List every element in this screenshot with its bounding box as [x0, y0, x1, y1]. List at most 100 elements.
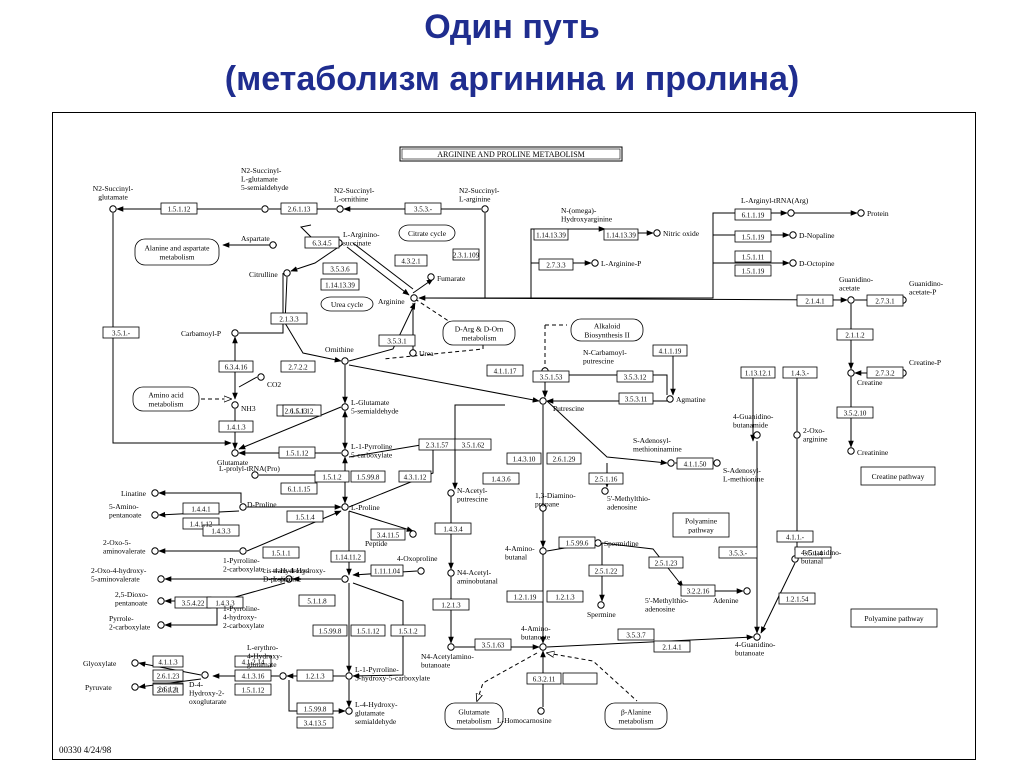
enzyme-box[interactable] — [676, 457, 714, 470]
enzyme-box[interactable] — [296, 702, 334, 715]
enzyme-box[interactable] — [653, 640, 691, 653]
enzyme-box[interactable] — [454, 438, 492, 451]
enzyme-box[interactable] — [370, 528, 406, 541]
enzyme-box[interactable] — [866, 294, 904, 307]
pathway-box-alkaloid[interactable] — [570, 318, 644, 342]
enzyme-box[interactable] — [648, 556, 684, 569]
enzyme-box[interactable] — [370, 564, 404, 577]
pathway-box-polyamine2[interactable] — [850, 608, 938, 628]
enzyme-box[interactable] — [152, 655, 184, 668]
enzyme-box[interactable] — [652, 344, 688, 357]
enzyme-box[interactable] — [506, 452, 542, 465]
enzyme-box[interactable] — [404, 202, 442, 215]
enzyme-box[interactable] — [320, 278, 360, 291]
enzyme-box[interactable] — [280, 360, 316, 373]
enzyme-box[interactable] — [160, 202, 198, 215]
enzyme-box[interactable] — [740, 366, 776, 379]
enzyme-box[interactable] — [234, 669, 272, 682]
enzyme-box[interactable] — [506, 590, 544, 603]
enzyme-box[interactable] — [452, 248, 480, 261]
enzyme-box[interactable] — [218, 420, 254, 433]
enzyme-box[interactable] — [152, 669, 184, 682]
enzyme-box[interactable] — [296, 716, 334, 729]
enzyme-box[interactable] — [378, 334, 416, 347]
enzyme-box[interactable] — [304, 236, 340, 249]
enzyme-box[interactable] — [298, 594, 336, 607]
enzyme-box[interactable] — [390, 624, 426, 637]
pathway-box-glutamatepw[interactable] — [444, 702, 504, 730]
pathway-box-polyamine1[interactable] — [672, 512, 730, 538]
enzyme-box[interactable] — [234, 683, 272, 696]
enzyme-box[interactable] — [296, 669, 334, 682]
enzyme-box[interactable] — [794, 546, 832, 559]
pathway-box-dargorn[interactable] — [442, 320, 516, 346]
enzyme-box[interactable] — [734, 264, 772, 277]
enzyme-box[interactable] — [350, 470, 386, 483]
enzyme-box[interactable] — [280, 202, 318, 215]
pathway-box-aminoacid[interactable] — [132, 386, 200, 412]
enzyme-box[interactable] — [434, 522, 472, 535]
enzyme-box[interactable] — [778, 592, 816, 605]
compound-label-argsucc: L-Arginino-succinate — [343, 230, 380, 248]
enzyme-box[interactable] — [286, 510, 324, 523]
enzyme-box[interactable] — [314, 470, 350, 483]
enzyme-label: 1.5.99.8 — [304, 706, 327, 714]
enzyme-box[interactable] — [278, 446, 316, 459]
enzyme-box[interactable] — [616, 370, 654, 383]
enzyme-box[interactable] — [603, 228, 639, 241]
enzyme-box[interactable] — [533, 228, 569, 241]
enzyme-box[interactable] — [486, 364, 524, 377]
enzyme-box[interactable] — [322, 262, 358, 275]
enzyme-box[interactable] — [836, 406, 874, 419]
enzyme-box[interactable] — [218, 360, 254, 373]
enzyme-box[interactable] — [836, 328, 874, 341]
enzyme-box[interactable] — [618, 392, 654, 405]
enzyme-box[interactable] — [474, 638, 512, 651]
enzyme-box[interactable] — [206, 596, 244, 609]
enzyme-box[interactable] — [432, 598, 470, 611]
enzyme-box[interactable] — [782, 366, 818, 379]
enzyme-box[interactable] — [102, 326, 140, 339]
enzyme-box[interactable] — [526, 672, 562, 685]
enzyme-box[interactable] — [532, 370, 570, 383]
enzyme-box[interactable] — [538, 258, 574, 271]
compound-label-citrulline: Citrulline — [249, 270, 278, 279]
enzyme-box[interactable] — [734, 208, 772, 221]
enzyme-box[interactable] — [202, 524, 240, 537]
enzyme-box[interactable] — [562, 672, 598, 685]
enzyme-box[interactable] — [350, 624, 386, 637]
enzyme-box[interactable] — [330, 550, 366, 563]
enzyme-box[interactable] — [394, 254, 428, 267]
pathway-box-creatinepw[interactable] — [860, 466, 936, 486]
enzyme-box[interactable] — [312, 624, 348, 637]
enzyme-box[interactable] — [796, 294, 834, 307]
enzyme-box[interactable] — [482, 472, 520, 485]
enzyme-box[interactable] — [617, 628, 655, 641]
enzyme-box[interactable] — [776, 530, 814, 543]
pathway-box-citrate[interactable] — [398, 224, 456, 242]
enzyme-box[interactable] — [734, 250, 772, 263]
enzyme-box[interactable] — [262, 546, 300, 559]
enzyme-box[interactable] — [718, 546, 758, 559]
pathway-box-urea[interactable] — [320, 296, 374, 312]
pathway-box-balanine[interactable] — [604, 702, 668, 730]
enzyme-box[interactable] — [588, 472, 624, 485]
enzyme-box[interactable] — [152, 683, 184, 696]
enzyme-box[interactable] — [398, 470, 432, 483]
enzyme-box[interactable] — [182, 502, 220, 515]
enzyme-box[interactable] — [588, 564, 624, 577]
enzyme-box[interactable] — [558, 536, 596, 549]
reaction-edge — [546, 400, 668, 466]
enzyme-box[interactable] — [866, 366, 904, 379]
enzyme-box[interactable] — [270, 312, 308, 325]
enzyme-box[interactable] — [680, 584, 716, 597]
enzyme-box[interactable] — [546, 590, 584, 603]
pathway-box-alanine[interactable] — [134, 238, 220, 266]
enzyme-box[interactable] — [546, 452, 582, 465]
enzyme-box[interactable] — [182, 517, 220, 530]
enzyme-box[interactable] — [280, 482, 318, 495]
enzyme-label: 2.6.1.23 — [157, 673, 180, 681]
enzyme-box[interactable] — [282, 404, 322, 417]
enzyme-box[interactable] — [734, 230, 772, 243]
enzyme-box[interactable] — [234, 655, 272, 668]
